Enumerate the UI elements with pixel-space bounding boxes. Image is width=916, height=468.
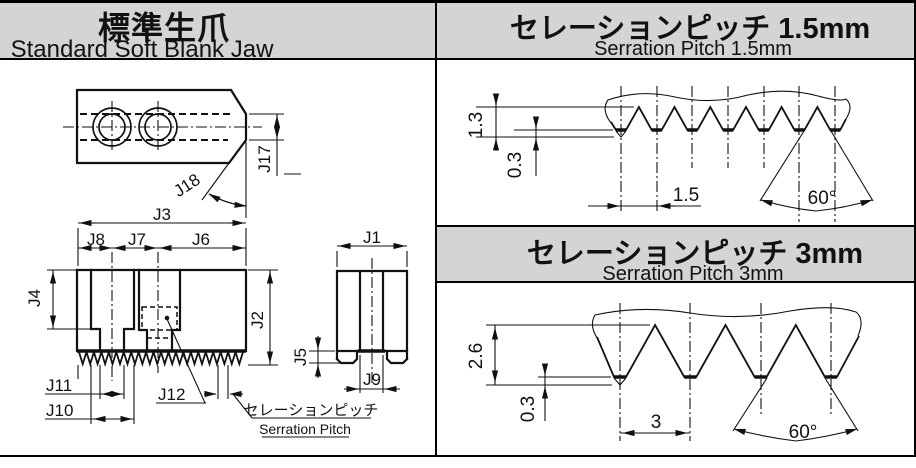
dim-3-tooth-height: 2.6: [466, 324, 650, 386]
title-en: Serration Pitch 1.5mm: [594, 38, 792, 60]
side-view: [335, 258, 409, 386]
dim-15-flat-depth: 0.3: [505, 116, 613, 178]
value-3-pitch: 3: [651, 412, 662, 433]
dim-3-flat-depth: 0.3: [518, 363, 611, 422]
dim-j8-j7-j6: J8 J7 J6: [78, 230, 246, 252]
header-serration-pitch-1-5mm: セレーションピッチ 1.5mm Serration Pitch 1.5mm: [437, 3, 914, 60]
dim-15-pitch: 1.5: [588, 185, 701, 210]
right-border: [914, 0, 916, 457]
value-3-angle: 60°: [789, 422, 818, 443]
title-en: Serration Pitch 3mm: [602, 263, 784, 285]
dim-j12: J12: [156, 318, 206, 404]
dim-j17: J17: [249, 113, 301, 176]
serration-pitch-note: セレーションピッチ Serration Pitch: [204, 390, 379, 438]
label-j2: J2: [248, 311, 267, 329]
center-divider: [435, 0, 437, 457]
value-15-angle: 60°: [808, 188, 837, 209]
title-ja: セレーションピッチ 3mm: [526, 238, 864, 270]
label-j9: J9: [363, 370, 381, 389]
front-view: [75, 252, 248, 381]
value-15-pitch: 1.5: [673, 185, 699, 206]
dim-j11: J11: [45, 376, 124, 398]
value-3-tooth-height: 2.6: [466, 343, 487, 369]
serration-3mm-drawing: 2.6 0.3 3 60°: [466, 303, 862, 443]
label-j18: J18: [170, 170, 203, 201]
label-j6: J6: [192, 230, 210, 249]
top-view: [63, 88, 262, 165]
title-en: Standard Soft Blank Jaw: [10, 36, 274, 63]
title-ja: セレーションピッチ 1.5mm: [509, 13, 871, 45]
serration-note-ja: セレーションピッチ: [244, 402, 379, 419]
dim-j10: J10: [45, 401, 134, 423]
dim-j5: J5: [291, 336, 341, 378]
dim-j3: J3: [77, 205, 247, 266]
label-j8: J8: [87, 230, 105, 249]
value-3-flat-depth: 0.3: [518, 396, 539, 422]
dim-3-pitch: 3: [620, 412, 690, 437]
top-border: [0, 0, 916, 3]
value-15-tooth-height: 1.3: [466, 112, 487, 138]
header-standard-soft-blank-jaw: 標準生爪 Standard Soft Blank Jaw: [0, 3, 435, 63]
dim-j4: J4: [25, 269, 92, 330]
label-j3: J3: [153, 205, 171, 224]
dim-3-angle: 60°: [732, 377, 859, 443]
value-15-flat-depth: 0.3: [505, 152, 526, 178]
label-j4: J4: [25, 289, 44, 307]
label-j11: J11: [46, 376, 72, 395]
dim-j9: J9: [344, 355, 400, 393]
dim-j2: J2: [248, 269, 278, 366]
dim-15-angle: 60°: [759, 130, 874, 212]
bottom-border: [0, 455, 916, 457]
label-j17: J17: [255, 145, 274, 172]
jaw-drawing: J17 J18 J3 J8 J7: [25, 88, 409, 438]
label-j7: J7: [128, 230, 146, 249]
label-j1: J1: [363, 228, 381, 247]
title-ja: 標準生爪: [97, 10, 231, 46]
label-j5: J5: [291, 348, 310, 366]
serration-note-en: Serration Pitch: [259, 421, 351, 437]
label-j10: J10: [46, 401, 73, 420]
header-serration-pitch-3mm: セレーションピッチ 3mm Serration Pitch 3mm: [437, 225, 914, 285]
serration-3-profile: [591, 303, 862, 441]
serration-15mm-drawing: 1.3 0.3 1.5 60°: [466, 86, 874, 222]
dim-j1: J1: [336, 228, 408, 267]
dim-j18: J18: [170, 142, 247, 218]
dim-15-tooth-height: 1.3: [466, 93, 634, 151]
label-j12: J12: [158, 385, 185, 404]
